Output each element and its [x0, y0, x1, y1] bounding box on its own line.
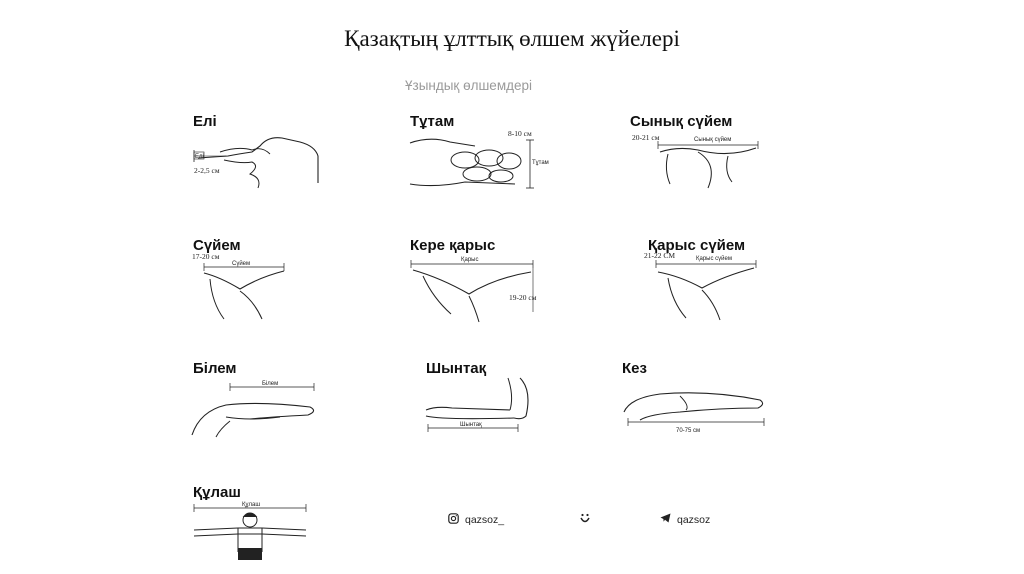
synyk-suyem-value: 20-21 см [632, 133, 660, 142]
telegram-label: qazsoz [677, 514, 710, 526]
eli-value: 2-2,5 см [194, 166, 220, 175]
shyntak-tag: Шынтақ [460, 422, 482, 428]
label-kulash: Құлаш [193, 484, 241, 501]
center-logo [579, 513, 591, 528]
karys-suyem-value: 21-22 СМ [644, 251, 675, 260]
figure-kere-karys: Қарыс 19-20 см [405, 252, 545, 324]
page-title: Қазақтың ұлттық өлшем жүйелері [0, 26, 1024, 52]
figure-synyk-suyem: Сынық сүйем 20-21 см [628, 130, 768, 192]
figure-eli: Елі 2-2,5 см [190, 128, 325, 190]
telegram-icon [660, 513, 671, 526]
bilem-tag: Білем [262, 381, 278, 387]
figure-karys-suyem: 21-22 СМ Қарыс сүйем [644, 252, 764, 324]
tutam-value: 8-10 см [508, 129, 532, 138]
instagram-handle[interactable]: qazsoz_ [448, 513, 504, 527]
label-shyntak: Шынтақ [426, 360, 486, 377]
kere-karys-tag: Қарыс [461, 257, 478, 263]
tutam-tag: Тұтам [532, 160, 549, 166]
instagram-icon [448, 513, 459, 527]
figure-kulash: Құлаш [190, 500, 310, 562]
figure-shyntak: Шынтақ [422, 376, 537, 436]
figure-suyem: 17-20 см Сүйем [190, 253, 300, 323]
kere-karys-value: 19-20 см [509, 293, 537, 302]
label-kez: Кез [622, 360, 647, 377]
karys-suyem-tag: Қарыс сүйем [696, 255, 732, 262]
telegram-handle[interactable]: qazsoz [660, 513, 710, 526]
synyk-suyem-tag: Сынық сүйем [694, 136, 731, 143]
kulash-tag: Құлаш [242, 502, 260, 508]
eli-tag: Елі [195, 154, 204, 160]
center-logo-icon [579, 513, 591, 528]
section-subtitle: Ұзындық өлшемдері [405, 78, 532, 93]
figure-kez: 70-75 см [620, 378, 770, 438]
label-synyk-suyem: Сынық сүйем [630, 113, 732, 130]
instagram-label: qazsoz_ [465, 514, 504, 526]
figure-bilem: Білем [190, 377, 320, 439]
suyem-value: 17-20 см [192, 252, 220, 261]
suyem-tag: Сүйем [232, 260, 250, 267]
label-bilem: Білем [193, 360, 237, 377]
kez-value: 70-75 см [676, 428, 700, 434]
figure-tutam: 8-10 см Тұтам [405, 128, 545, 190]
